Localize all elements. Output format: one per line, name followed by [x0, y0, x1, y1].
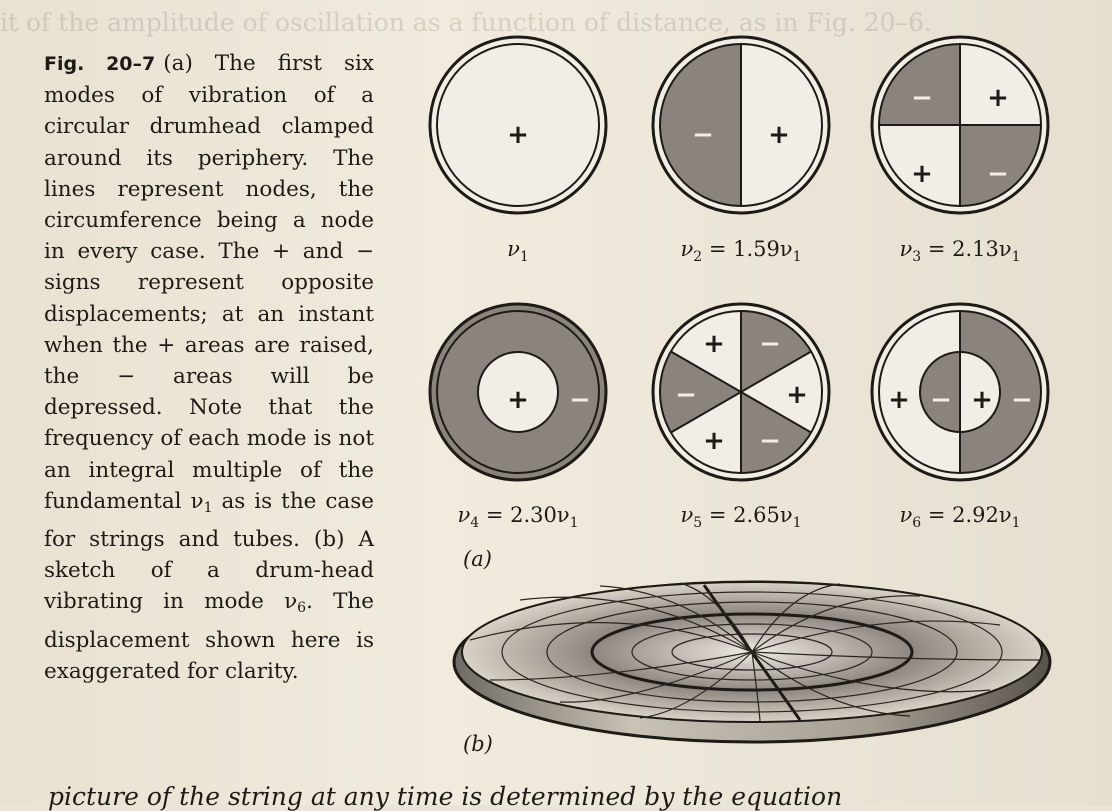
mode-3-plus-sign-a: +: [987, 83, 1009, 113]
mode-6-minus-sign-b: −: [1011, 385, 1033, 415]
mode-4-inner-rim: [436, 310, 600, 474]
mode-5-minus-sign-b: −: [675, 380, 697, 410]
mode-5-negative-sector-c: [660, 351, 741, 433]
caption-text-b: as is the case for strings and tubes. (b…: [44, 488, 374, 615]
mode-6-diagram: + − + −: [870, 302, 1050, 482]
nu-symbol: ν: [190, 488, 204, 514]
mode-6-plus-sign-b: +: [971, 385, 993, 415]
mode-3-negative-bottom-right: [960, 125, 1041, 206]
nu-subscript: 1: [203, 499, 213, 516]
mode-1-label: ν1: [507, 237, 529, 265]
mode-6-minus-sign-a: −: [930, 385, 952, 415]
mode-5-diagram: + − − + + −: [651, 302, 831, 482]
mode-2-label: ν2 = 1.59ν1: [680, 237, 801, 265]
mode-4-minus-sign: −: [569, 385, 591, 415]
mode-3-minus-sign-a: −: [911, 83, 933, 113]
mode-6-plus-sign-a: +: [888, 385, 910, 415]
figure-number: Fig. 20–7: [44, 53, 156, 75]
mode-5-minus-sign-c: −: [759, 426, 781, 456]
mode-5-label: ν5 = 2.65ν1: [680, 503, 801, 531]
mode-3-label: ν3 = 2.13ν1: [899, 237, 1020, 265]
mode-3-plus-sign-b: +: [911, 159, 933, 189]
mode-5-nodal-line-c: [670, 350, 812, 434]
mode-6-label: ν6 = 2.92ν1: [899, 503, 1020, 531]
nu6-symbol: ν: [284, 589, 298, 615]
mode-5-plus-sign-a: +: [703, 329, 725, 359]
mode-3-negative-top-left: [879, 44, 960, 125]
mode-3-minus-sign-b: −: [987, 159, 1009, 189]
mode-1-circle: [428, 35, 608, 215]
mode-2-plus-sign: +: [768, 120, 790, 150]
mode-4-plus-sign: +: [507, 385, 529, 415]
nu6-subscript: 6: [297, 600, 307, 617]
panel-b-label: (b): [463, 732, 493, 756]
drum-mesh-lines: [469, 582, 1041, 723]
mode-5-minus-sign-a: −: [759, 329, 781, 359]
bleed-through-text: it of the amplitude of oscillation as a …: [0, 8, 932, 37]
mode-2-diagram: − +: [651, 35, 831, 215]
mode-2-minus-sign: −: [692, 120, 714, 150]
figure-caption: Fig. 20–7(a) The first six modes of vibr…: [44, 48, 374, 687]
mode-1-diagram: +: [428, 35, 608, 215]
mode-3-diagram: − + + −: [870, 35, 1050, 215]
caption-text-c: . The displacement shown here is exagger…: [44, 589, 374, 684]
mode-4-diagram: + −: [428, 302, 608, 482]
drumhead-sketch: [452, 580, 1052, 744]
caption-text-a: (a) The first six modes of vibration of …: [44, 51, 374, 514]
mode-6-negative-inner-half: [920, 352, 960, 432]
mode-1-plus-sign: +: [507, 120, 529, 150]
mode-4-label: ν4 = 2.30ν1: [457, 503, 578, 531]
mode-1-inner-rim: [436, 43, 600, 207]
mode-2-negative-half: [660, 44, 741, 206]
mode-5-plus-sign-c: +: [703, 426, 725, 456]
drum-nodal-circle: [590, 612, 914, 692]
panel-a-label: (a): [463, 547, 492, 571]
mode-4-nodal-circle: [477, 351, 559, 433]
continuation-text: picture of the string at any time is det…: [48, 782, 843, 811]
mode-5-plus-sign-b: +: [786, 380, 808, 410]
